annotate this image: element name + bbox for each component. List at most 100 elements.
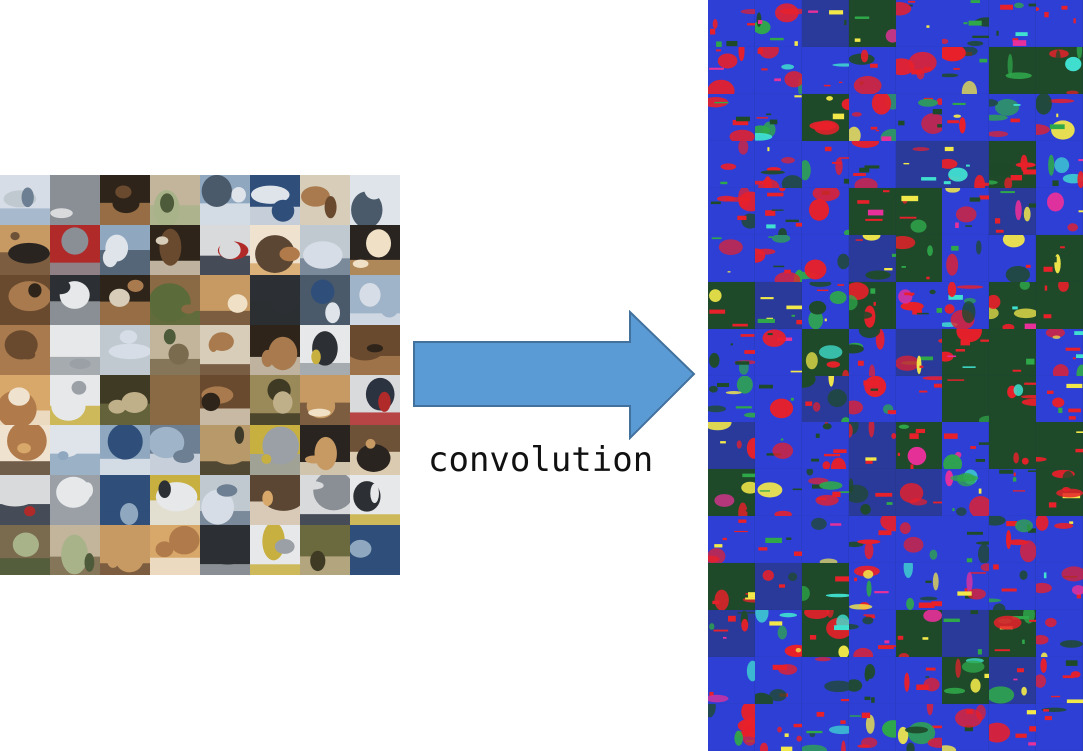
feature-map xyxy=(754,140,802,188)
feature-map xyxy=(895,469,943,517)
input-image-horse xyxy=(150,225,200,275)
input-image-ship xyxy=(250,175,300,225)
input-image-automobile xyxy=(50,225,100,275)
feature-map xyxy=(942,93,990,141)
feature-map xyxy=(989,375,1037,423)
feature-map xyxy=(848,0,896,47)
feature-map xyxy=(848,234,896,282)
input-image-ship xyxy=(100,475,150,525)
input-image-automobile xyxy=(300,475,350,525)
feature-map xyxy=(989,657,1037,705)
input-image-truck xyxy=(50,475,100,525)
input-image-bird xyxy=(50,525,100,575)
feature-map xyxy=(708,187,755,235)
input-image-dog xyxy=(300,425,350,475)
feature-map xyxy=(708,516,755,564)
feature-map xyxy=(1036,657,1083,705)
feature-map xyxy=(801,704,849,751)
feature-map xyxy=(989,234,1037,282)
feature-map xyxy=(754,563,802,611)
feature-map xyxy=(989,469,1037,517)
feature-map xyxy=(895,375,943,423)
feature-map xyxy=(942,140,990,188)
feature-map xyxy=(754,704,802,751)
input-image-truck xyxy=(350,475,400,525)
input-image-cat xyxy=(0,425,50,475)
feature-map xyxy=(754,93,802,141)
feature-map xyxy=(754,328,802,376)
input-image-ship xyxy=(350,525,400,575)
feature-map xyxy=(1036,234,1083,282)
feature-map xyxy=(895,516,943,564)
feature-map xyxy=(989,46,1037,94)
feature-map xyxy=(708,281,755,329)
feature-map xyxy=(754,610,802,658)
feature-map xyxy=(848,610,896,658)
feature-map xyxy=(801,93,849,141)
feature-map xyxy=(848,657,896,705)
feature-map xyxy=(989,140,1037,188)
feature-map xyxy=(895,93,943,141)
caption-convolution: convolution xyxy=(428,440,654,480)
input-image-truck xyxy=(50,375,100,425)
feature-map xyxy=(1036,375,1083,423)
feature-map xyxy=(801,610,849,658)
feature-map xyxy=(754,281,802,329)
feature-map xyxy=(848,187,896,235)
input-image-truck xyxy=(250,275,300,325)
feature-map xyxy=(1036,46,1083,94)
feature-map xyxy=(1036,281,1083,329)
feature-map xyxy=(989,610,1037,658)
input-image-dog xyxy=(350,425,400,475)
input-image-dog xyxy=(200,275,250,325)
feature-map xyxy=(942,234,990,282)
input-image-airplane xyxy=(150,425,200,475)
input-image-ship xyxy=(50,425,100,475)
feature-map xyxy=(801,563,849,611)
feature-map xyxy=(801,422,849,470)
feature-map xyxy=(895,563,943,611)
feature-map xyxy=(895,0,943,47)
feature-map xyxy=(989,93,1037,141)
input-image-ship xyxy=(300,275,350,325)
feature-map xyxy=(942,281,990,329)
input-image-horse xyxy=(350,325,400,375)
input-image-deer xyxy=(150,275,200,325)
feature-map xyxy=(848,704,896,751)
input-image-truck xyxy=(200,525,250,575)
input-image-truck xyxy=(300,325,350,375)
feature-map-grid xyxy=(708,0,1083,751)
feature-map xyxy=(1036,704,1083,751)
feature-map xyxy=(801,187,849,235)
feature-map xyxy=(801,234,849,282)
feature-map xyxy=(942,563,990,611)
feature-map xyxy=(848,46,896,94)
feature-map xyxy=(708,704,755,751)
feature-map xyxy=(989,704,1037,751)
feature-map xyxy=(708,469,755,517)
input-image-airplane xyxy=(300,225,350,275)
input-image-horse xyxy=(200,325,250,375)
feature-map xyxy=(895,140,943,188)
feature-map xyxy=(708,657,755,705)
feature-map xyxy=(801,516,849,564)
feature-map xyxy=(708,234,755,282)
feature-map xyxy=(754,657,802,705)
input-image-bird xyxy=(150,325,200,375)
feature-map xyxy=(942,46,990,94)
input-image-truck xyxy=(150,475,200,525)
feature-map xyxy=(895,46,943,94)
feature-map xyxy=(801,469,849,517)
input-image-horse xyxy=(100,175,150,225)
feature-map xyxy=(942,704,990,751)
input-image-bird xyxy=(150,175,200,225)
feature-map xyxy=(942,469,990,517)
input-image-cat xyxy=(250,225,300,275)
feature-map xyxy=(1036,0,1083,47)
feature-map xyxy=(708,563,755,611)
feature-map xyxy=(895,234,943,282)
input-image-frog xyxy=(100,375,150,425)
input-image-frog xyxy=(250,375,300,425)
feature-map xyxy=(989,563,1037,611)
feature-map xyxy=(754,46,802,94)
